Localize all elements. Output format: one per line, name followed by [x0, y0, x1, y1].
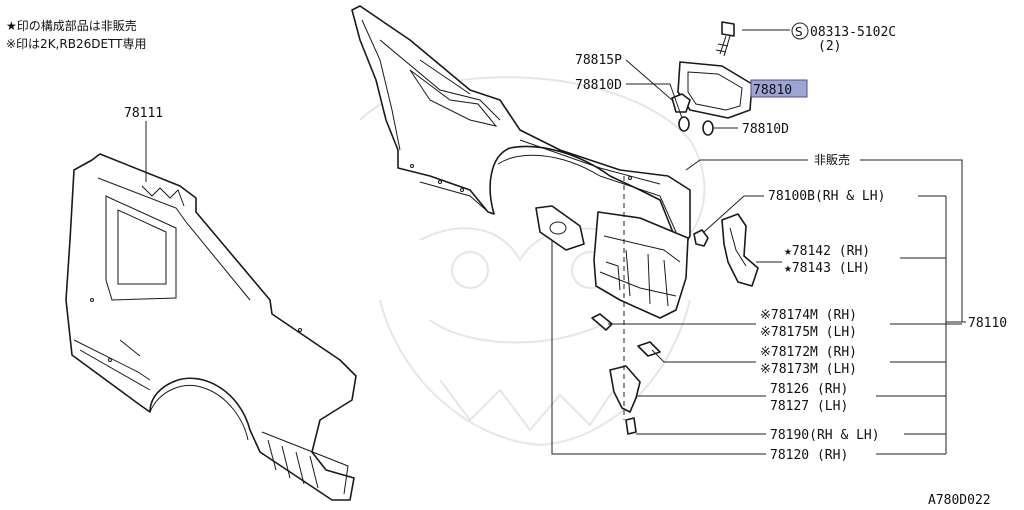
part-78810-filler-lid-housing[interactable] — [677, 61, 753, 119]
svg-text:S: S — [795, 25, 803, 39]
part-inner-wheelhouse-panel[interactable] — [351, 5, 691, 247]
label-78810D-bottom: 78810D — [742, 122, 789, 137]
bracket-hihanbai — [860, 159, 963, 322]
leader-78172M — [651, 349, 756, 363]
label-78810D-top: 78810D — [575, 78, 622, 93]
label-78190: 78190(RH & LH) — [770, 428, 880, 443]
diagram-code: A780D022 — [928, 493, 991, 508]
label-hihanbai: 非販売 — [814, 152, 850, 167]
part-78100B-clip[interactable] — [693, 229, 709, 247]
leader-hihanbai — [685, 159, 808, 171]
note-non-sale: ★印の構成部品は非販売 — [6, 18, 137, 33]
label-78142: ★78142 (RH) — [784, 244, 870, 259]
watermark-emblem — [359, 76, 706, 447]
label-78174M: ※78174M (RH) — [760, 308, 857, 323]
highlight-78810 — [750, 79, 808, 98]
label-78810[interactable]: 78810 — [753, 83, 792, 98]
label-78120: 78120 (RH) — [770, 448, 848, 463]
part-78120-gasket[interactable] — [535, 205, 585, 251]
part-78810D-grommet-top[interactable] — [678, 116, 690, 132]
leader-78815P — [625, 59, 673, 101]
label-78111: 78111 — [124, 106, 163, 121]
part-78111-outer-panel[interactable] — [65, 153, 357, 501]
label-78172M: ※78172M (RH) — [760, 345, 857, 360]
label-08313: 08313-5102C — [810, 25, 896, 40]
label-78110: 78110 — [968, 316, 1007, 331]
label-78175M: ※78175M (LH) — [760, 325, 857, 340]
part-78142-78143-bracket[interactable] — [721, 213, 759, 287]
leader-78810D-top — [626, 83, 683, 119]
part-78110-inner-housing[interactable] — [593, 211, 689, 319]
label-78815P: 78815P — [575, 53, 622, 68]
label-78126: 78126 (RH) — [770, 382, 848, 397]
part-78810D-grommet-bottom[interactable] — [702, 120, 714, 136]
screw-symbol: S — [791, 22, 809, 40]
label-78127: 78127 (LH) — [770, 399, 848, 414]
part-78190-clip[interactable] — [625, 417, 637, 435]
part-78172M-78173M-bracket[interactable] — [637, 341, 661, 357]
label-78100B: 78100B(RH & LH) — [768, 189, 885, 204]
part-78126-78127-stay[interactable] — [609, 365, 641, 413]
label-78143: ★78143 (LH) — [784, 261, 870, 276]
label-78173M: ※78173M (LH) — [760, 362, 857, 377]
leader-78100B — [703, 195, 764, 233]
label-08313-qty: (2) — [818, 39, 841, 54]
part-08313-screw[interactable] — [715, 21, 735, 57]
part-78815P-clip[interactable] — [671, 93, 691, 113]
leader-78120 — [551, 240, 766, 455]
note-rb26-only: ※印は2K,RB26DETT専用 — [6, 37, 147, 51]
